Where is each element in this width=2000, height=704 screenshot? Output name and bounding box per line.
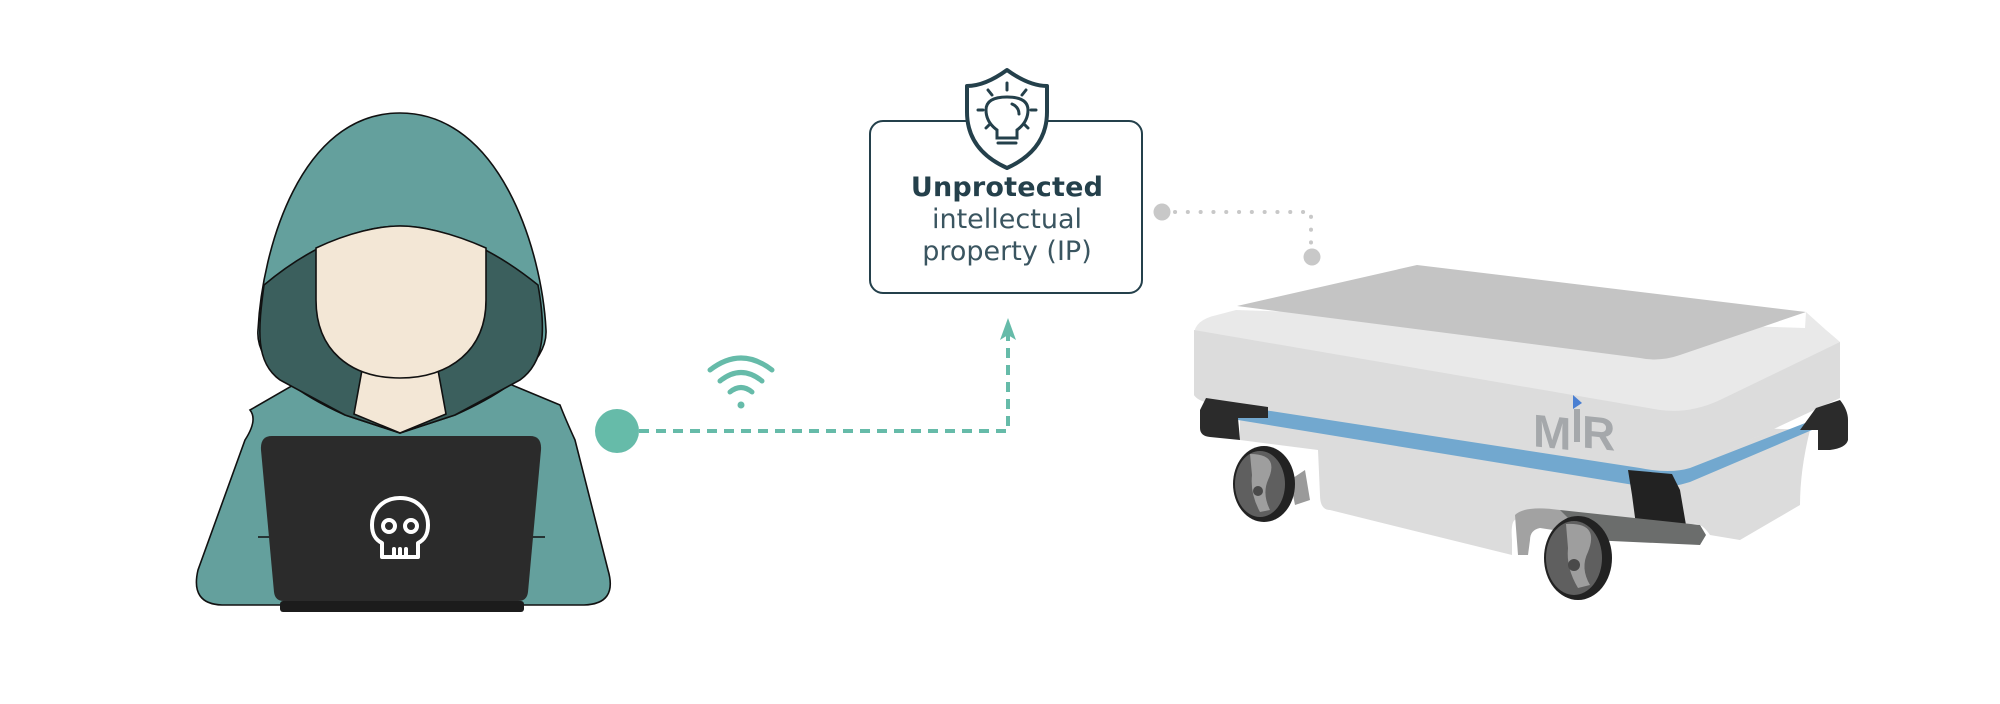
laptop	[260, 436, 542, 601]
skull-icon	[370, 496, 430, 559]
attack-path	[595, 318, 1016, 453]
robot-top-plate	[1237, 265, 1806, 360]
ip-title-bold: Unprotected	[910, 172, 1104, 203]
ip-link	[1153, 203, 1321, 266]
ip-card-text: Unprotected intellectual property (IP)	[869, 172, 1145, 268]
svg-text:M: M	[1533, 404, 1571, 460]
svg-text:R: R	[1582, 405, 1615, 460]
laptop-base	[280, 601, 524, 612]
ip-title-line3: property (IP)	[922, 236, 1092, 267]
attack-origin-dot	[595, 409, 639, 453]
ip-title-line2: intellectual	[931, 204, 1083, 235]
face	[315, 225, 487, 379]
wifi-icon	[707, 355, 775, 409]
arrow-head-icon	[1000, 318, 1016, 340]
mir-logo: M R	[1533, 395, 1615, 461]
shield-lightbulb-icon	[965, 68, 1049, 170]
hacker-figure	[195, 112, 612, 612]
caster-wheel-rear	[1233, 446, 1295, 522]
caster-wheel-front	[1544, 516, 1612, 600]
mir-robot: M R	[1194, 265, 1848, 600]
